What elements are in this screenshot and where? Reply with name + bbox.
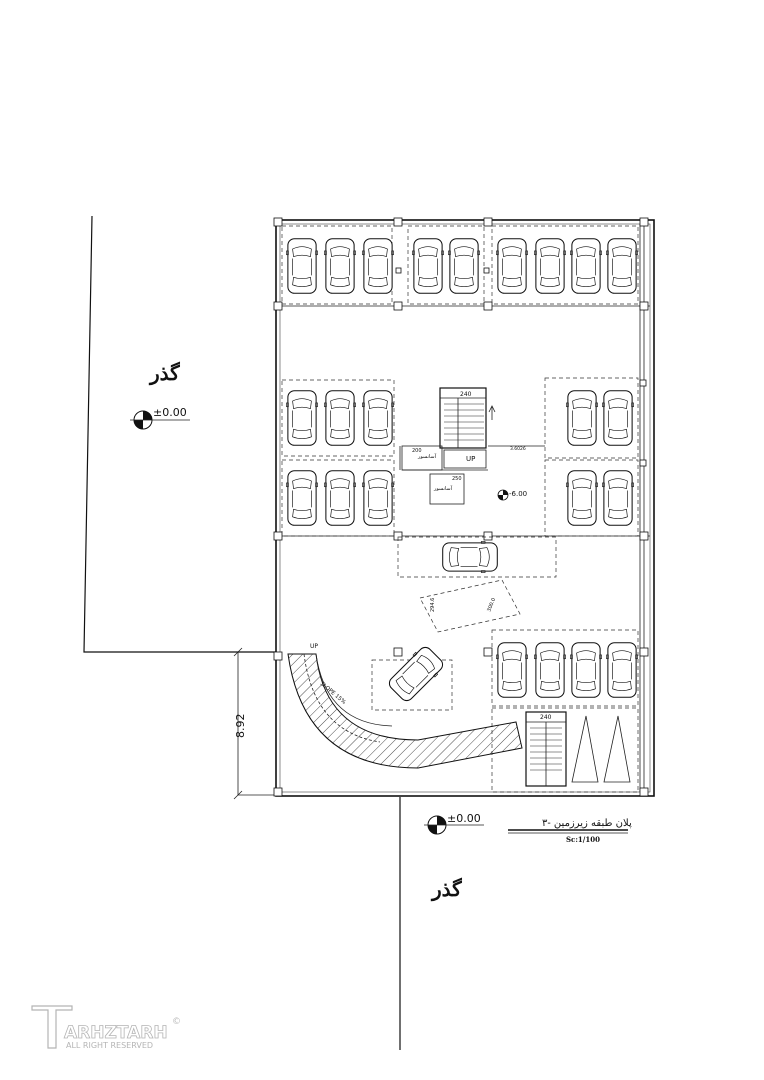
watermark-brand: ARHZTARH [64,1023,168,1043]
svg-text:-6.00: -6.00 [509,490,527,498]
svg-text:©: © [172,1017,181,1027]
svg-text:300.0: 300.0 [486,597,497,613]
svg-text:240: 240 [540,714,552,721]
building-outline [275,219,655,797]
side-dimension: 8.92 [234,714,247,739]
stair-width-label: 240 [460,391,472,398]
svg-text:3.6026: 3.6026 [510,446,526,452]
floor-level-marker: -6.00 [497,489,527,501]
svg-text:200: 200 [412,448,422,454]
level-marker-bottom: ±0.00 [424,812,484,835]
stair-up-label: UP [466,455,475,463]
svg-text:±0.00: ±0.00 [153,406,187,419]
svg-text:294.6: 294.6 [430,598,436,612]
columns [273,217,649,797]
stair-core-lower: 240 [525,711,631,787]
svg-text:±0.00: ±0.00 [447,812,481,825]
plan-title: پلان طبقه زیرزمین -۳ [542,818,632,829]
ramp-up-label: UP [310,643,318,650]
plan-title-block: پلان طبقه زیرزمین -۳ Sc:1/100 [508,818,632,844]
stair-core-upper: 240 UP 200 آسانسور 250 آسانسور 3.6026 [399,387,545,505]
watermark-logo-icon [31,1005,73,1049]
parked-cars [286,238,638,705]
plan-scale: Sc:1/100 [566,835,600,844]
watermark: ARHZTARH © ALL RIGHT RESERVED [31,1005,181,1050]
curved-ramp: UP SLOPE 15% [287,643,523,769]
property-line-left [83,215,276,653]
watermark-rights: ALL RIGHT RESERVED [66,1041,153,1050]
elevator-label-2: آسانسور [433,485,453,492]
elevator-label: آسانسور [417,453,437,460]
svg-text:250: 250 [452,476,462,482]
level-marker-top: ±0.00 [130,406,190,430]
street-label-top: گذر [148,361,180,386]
street-label-bottom: گذر [430,877,462,902]
